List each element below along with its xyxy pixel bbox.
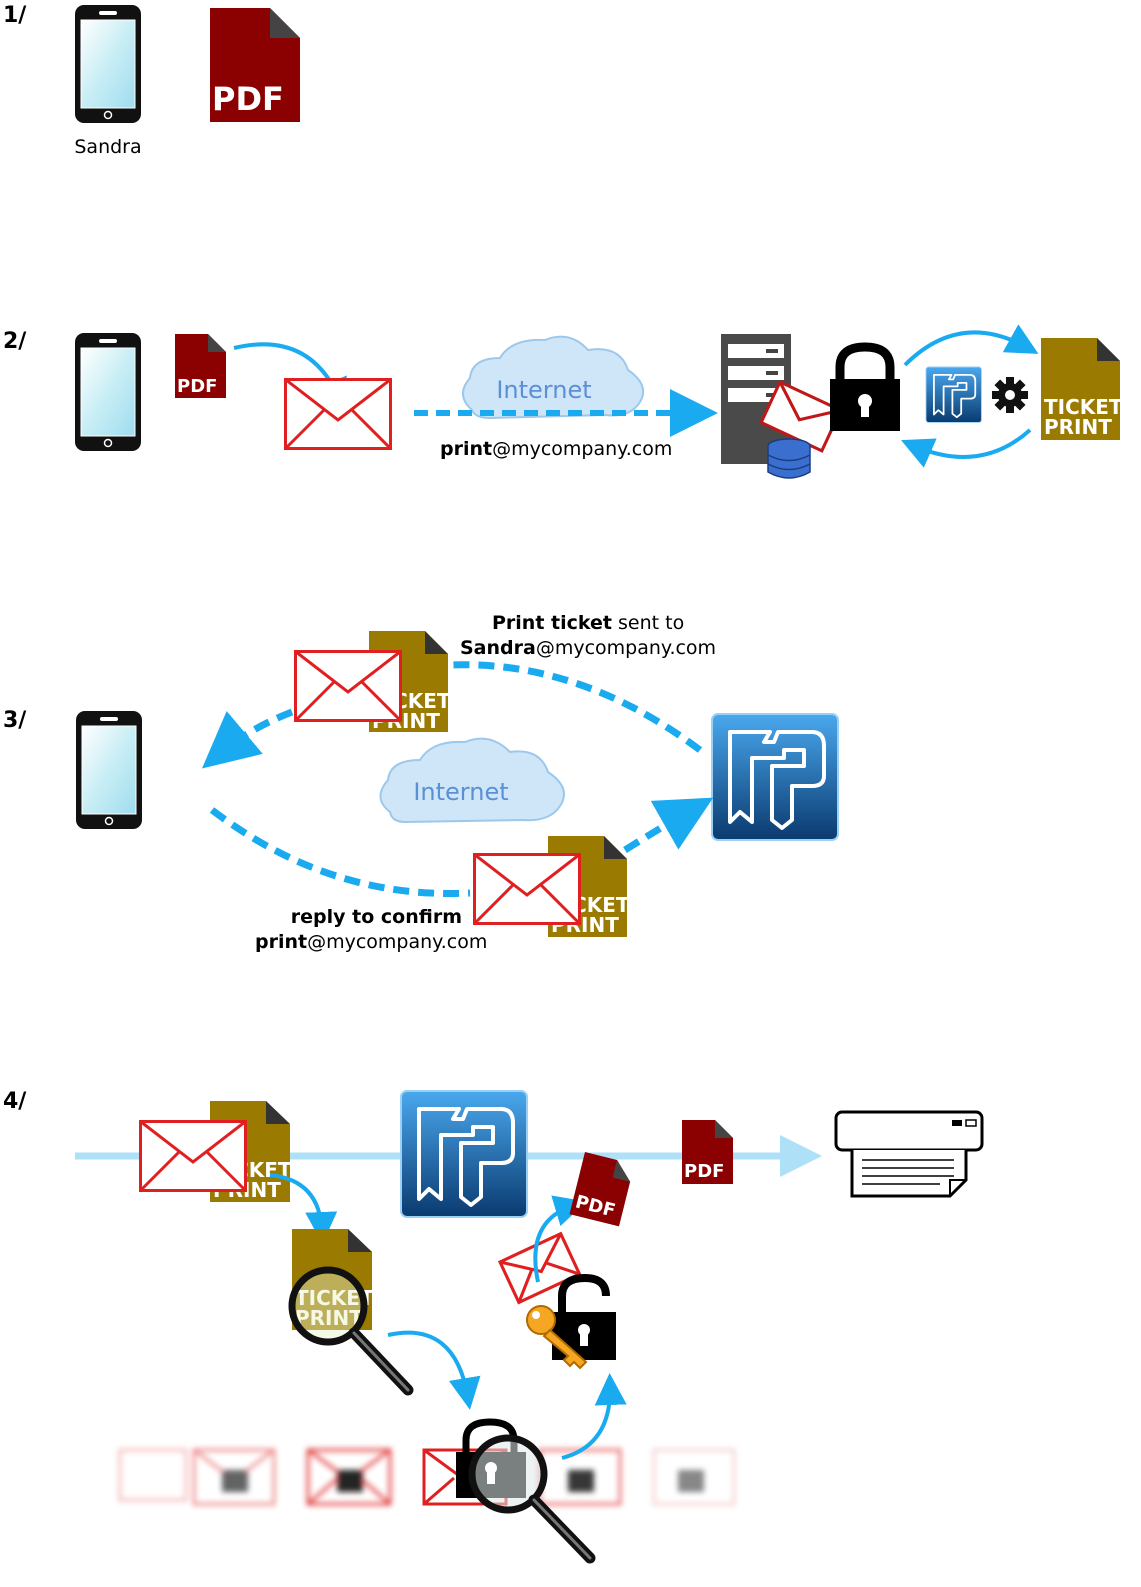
arrow bbox=[533, 1195, 587, 1283]
arrow bbox=[387, 1330, 481, 1410]
smartphone-icon bbox=[75, 710, 143, 830]
ftp-app-icon bbox=[925, 366, 983, 424]
printer-icon bbox=[834, 1110, 984, 1198]
cloud-icon: Internet bbox=[462, 335, 644, 420]
envelope-icon bbox=[473, 853, 581, 925]
ticket-print-icon: TICKET PRINT bbox=[292, 1229, 374, 1330]
ftp-app-icon bbox=[710, 712, 840, 842]
svg-text:TICKET: TICKET bbox=[1044, 395, 1123, 419]
svg-text:PRINT: PRINT bbox=[1044, 415, 1112, 439]
arrow bbox=[901, 428, 1032, 468]
pdf-file-icon: PDF bbox=[682, 1120, 733, 1184]
pdf-file-label: PDF bbox=[212, 80, 284, 118]
arrow bbox=[903, 324, 1039, 367]
pdf-file-label: PDF bbox=[177, 376, 217, 397]
padlock-icon bbox=[830, 347, 900, 431]
ticket-sent-address: Sandra@mycompany.com bbox=[460, 637, 716, 659]
padlock-icon bbox=[552, 1273, 616, 1360]
smartphone-icon bbox=[74, 332, 142, 452]
pdf-file-icon: PDF bbox=[175, 334, 226, 398]
reply-text: reply to confirm bbox=[291, 906, 462, 928]
pdf-file-icon: PDF bbox=[569, 1152, 631, 1227]
svg-text:PRINT: PRINT bbox=[295, 1306, 363, 1330]
arrow bbox=[561, 1373, 627, 1460]
envelope-icon bbox=[759, 379, 843, 453]
smartphone-icon bbox=[74, 4, 142, 124]
database-icon bbox=[767, 438, 811, 479]
arrow bbox=[269, 1173, 338, 1244]
arrow bbox=[623, 797, 714, 853]
key-icon bbox=[526, 1305, 588, 1370]
envelope-icon bbox=[294, 650, 402, 722]
step-4-label: 4/ bbox=[3, 1089, 27, 1114]
step-2-label: 2/ bbox=[3, 329, 27, 354]
step-1-label: 1/ bbox=[3, 3, 27, 28]
ticket-print-icon: TICKET PRINT bbox=[1041, 338, 1123, 440]
person-label: Sandra bbox=[74, 136, 141, 158]
encrypted-mail-row bbox=[118, 1448, 736, 1506]
arrow bbox=[449, 661, 703, 753]
envelope-icon bbox=[139, 1120, 247, 1192]
reply-address: print@mycompany.com bbox=[255, 931, 487, 953]
address-text: print@mycompany.com bbox=[440, 438, 672, 460]
pdf-file-label: PDF bbox=[684, 1161, 724, 1182]
ftp-app-icon bbox=[399, 1089, 529, 1219]
envelope-icon bbox=[497, 1231, 582, 1305]
gear-icon bbox=[992, 377, 1028, 413]
cloud-label: Internet bbox=[413, 778, 508, 806]
pdf-file-icon: PDF bbox=[210, 8, 300, 122]
ticket-sent-text: Print ticket sent to bbox=[492, 612, 684, 634]
arrow bbox=[209, 807, 471, 897]
magnifier-icon bbox=[468, 1434, 596, 1564]
cloud-icon: Internet bbox=[379, 737, 565, 824]
arrow bbox=[201, 708, 294, 769]
step-3-label: 3/ bbox=[3, 708, 27, 733]
magnifier-icon bbox=[288, 1266, 414, 1396]
envelope-icon bbox=[284, 378, 392, 450]
cloud-label: Internet bbox=[496, 376, 591, 404]
